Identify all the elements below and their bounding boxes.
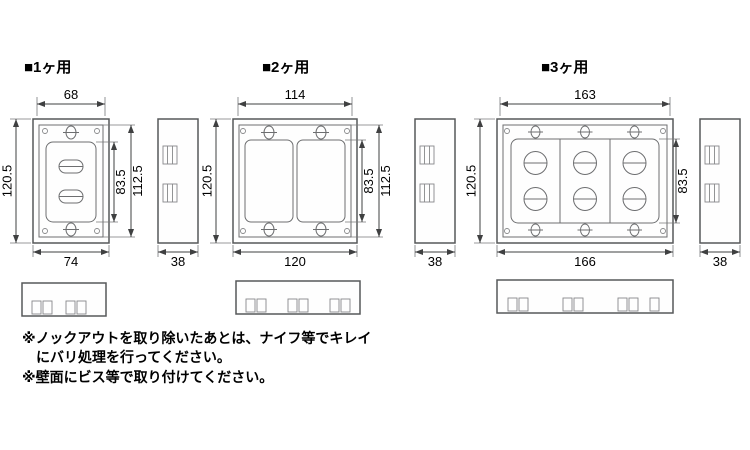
dim-label: 83.5	[113, 169, 128, 194]
dim-inner-height-2gang: 112.5	[351, 124, 393, 238]
dim-height-3gang: 120.5	[464, 118, 495, 244]
box-opening	[45, 141, 97, 223]
dim-height-1gang: 120.5	[0, 118, 31, 244]
note-line-3: ※壁面にビス等で取り付けてください。	[22, 369, 273, 385]
box-opening	[244, 139, 294, 223]
dim-bottom-width-3gang: 166	[496, 245, 674, 269]
dim-label: 120	[284, 254, 306, 269]
knockout	[704, 183, 720, 203]
front-view-1gang	[32, 118, 110, 244]
front-view-2gang	[232, 118, 358, 244]
dim-label: 166	[574, 254, 596, 269]
dim-inner-height-1gang: 112.5	[103, 124, 145, 238]
dim-depth-2gang: 38	[414, 245, 456, 269]
box-opening	[510, 138, 660, 224]
dim-opening-height-3gang: 83.5	[659, 138, 690, 224]
dim-opening-height-1gang: 83.5	[96, 141, 128, 223]
dim-label: 120.5	[464, 165, 479, 198]
knockout	[31, 300, 42, 315]
knockout	[42, 300, 53, 315]
dim-label: 120.5	[200, 165, 215, 198]
knockout	[256, 298, 267, 313]
dim-bottom-width-2gang: 120	[232, 245, 358, 269]
dim-label: 120.5	[0, 165, 15, 198]
dim-label: 163	[574, 87, 596, 102]
knockout	[65, 300, 76, 315]
dim-depth-3gang: 38	[699, 245, 741, 269]
box-opening	[296, 139, 346, 223]
section-2gang: ■2ヶ用 1	[200, 59, 456, 315]
section-3gang: ■3ヶ用	[464, 59, 741, 314]
dim-depth-1gang: 38	[157, 245, 199, 269]
knockout	[287, 298, 298, 313]
dim-label: 68	[64, 87, 78, 102]
knockout	[628, 297, 639, 312]
knockout	[419, 145, 435, 165]
section-3-title: ■3ヶ用	[541, 59, 588, 76]
dim-top-width-3gang: 163	[499, 87, 671, 116]
note-line-2: にバリ処理を行ってください。	[22, 349, 231, 365]
note-line-1: ※ノックアウトを取り除いたあとは、ナイフ等でキレイ	[22, 330, 371, 346]
knockout	[329, 298, 340, 313]
dim-top-width-2gang: 114	[237, 87, 353, 116]
knockout	[76, 300, 87, 315]
knockout	[573, 297, 584, 312]
knockout	[162, 183, 178, 203]
section-2-title: ■2ヶ用	[262, 59, 309, 76]
dim-opening-height-2gang: 83.5	[345, 139, 376, 223]
section-1gang: ■1ヶ用 68	[0, 59, 199, 317]
knockout	[162, 145, 178, 165]
bottom-view-2gang	[235, 280, 361, 315]
dim-height-2gang: 120.5	[200, 118, 231, 244]
dim-label: 112.5	[378, 165, 393, 197]
knockout	[562, 297, 573, 312]
side-view-1gang	[157, 118, 199, 244]
side-view-3gang	[699, 118, 741, 244]
dim-top-width-1gang: 68	[36, 87, 106, 116]
dim-label: 38	[171, 254, 185, 269]
section-1-title: ■1ヶ用	[24, 59, 71, 76]
knockout	[649, 297, 660, 312]
dim-label: 83.5	[675, 168, 690, 193]
dim-label: 74	[64, 254, 78, 269]
bottom-view-1gang	[21, 282, 107, 317]
dim-label: 83.5	[361, 168, 376, 193]
knockout	[507, 297, 518, 312]
dim-label: 38	[428, 254, 442, 269]
knockout	[340, 298, 351, 313]
knockout	[617, 297, 628, 312]
dim-label: 114	[285, 87, 306, 102]
dim-label: 38	[713, 254, 727, 269]
knockout	[298, 298, 309, 313]
box-outline	[496, 118, 674, 244]
bottom-view-3gang	[496, 279, 674, 314]
knockout	[518, 297, 529, 312]
side-view-2gang	[414, 118, 456, 244]
knockout	[245, 298, 256, 313]
box-outline	[232, 118, 358, 244]
knockout	[419, 183, 435, 203]
dim-bottom-width-1gang: 74	[32, 245, 110, 269]
box-outline	[32, 118, 110, 244]
front-view-3gang	[496, 118, 674, 244]
dim-label: 112.5	[130, 165, 145, 197]
knockout	[704, 145, 720, 165]
notes: ※ノックアウトを取り除いたあとは、ナイフ等でキレイ にバリ処理を行ってください。…	[22, 330, 371, 385]
